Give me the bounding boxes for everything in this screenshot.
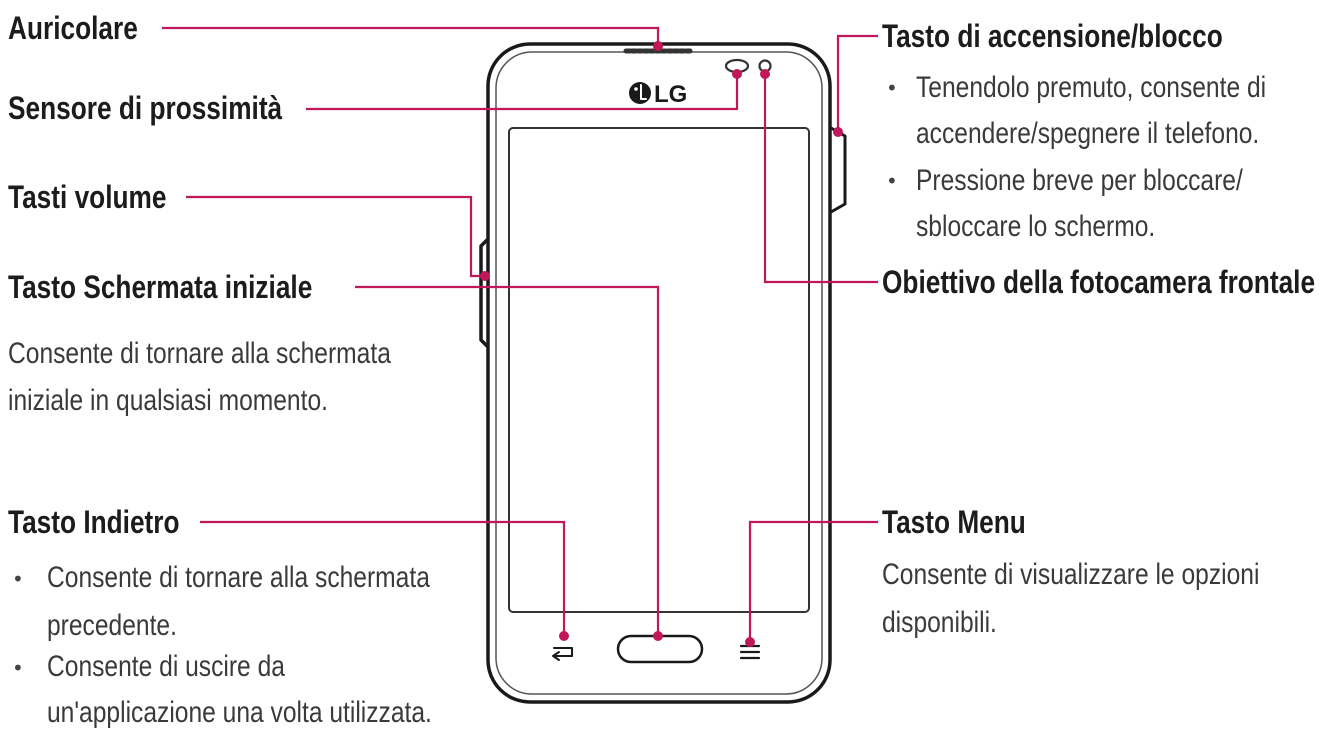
power-key-bullet-1-line-2: accendere/spegnere il telefono.	[916, 117, 1260, 150]
dot-power-key	[833, 127, 843, 137]
dot-back-key	[559, 631, 569, 641]
dot-proximity-sensor	[732, 69, 742, 79]
leader-home-key	[355, 285, 660, 634]
menu-lines-icon	[739, 644, 761, 660]
leader-volume-keys	[186, 195, 485, 278]
lg-logo-text: LG	[654, 81, 687, 108]
leader-dots	[480, 41, 843, 647]
dot-front-camera	[760, 69, 770, 79]
home-key-desc-line-1: Consente di tornare alla schermata	[8, 337, 391, 370]
dot-menu-key	[745, 637, 755, 647]
earpiece-label: Auricolare	[8, 10, 138, 46]
leader-earpiece	[162, 26, 660, 44]
leader-lines	[162, 26, 878, 640]
power-key-bullet-2-line-1: Pressione breve per bloccare/	[916, 164, 1243, 197]
volume-keys-label: Tasti volume	[8, 179, 167, 215]
menu-key-label: Tasto Menu	[882, 504, 1026, 540]
bullet-dot: •	[12, 567, 24, 591]
home-key-label: Tasto Schermata iniziale	[8, 269, 313, 305]
dot-home-key	[653, 631, 663, 641]
back-key-bullet-2-line-2: un'applicazione una volta utilizzata.	[47, 696, 432, 729]
dot-earpiece	[653, 41, 663, 51]
back-key-label: Tasto Indietro	[8, 504, 180, 540]
power-key-bullet-1-line-1: Tenendolo premuto, consente di	[916, 71, 1267, 104]
menu-key-desc-line-1: Consente di visualizzare le opzioni	[882, 558, 1260, 591]
front-camera-label: Obiettivo della fotocamera frontale	[882, 264, 1316, 300]
power-key-bullet-2-line-2: sbloccare lo schermo.	[916, 210, 1156, 243]
back-arrow-icon	[552, 647, 573, 661]
bullet-dot: •	[886, 169, 898, 193]
leader-menu-key	[748, 520, 878, 640]
power-key-shape	[829, 126, 847, 214]
power-lock-key-label: Tasto di accensione/blocco	[882, 18, 1223, 54]
volume-keys-shape	[479, 238, 489, 348]
back-key-bullet-1-line-2: precedente.	[47, 609, 177, 642]
leader-proximity-sensor	[306, 72, 739, 111]
home-key-desc-line-2: iniziale in qualsiasi momento.	[8, 384, 328, 417]
back-key-bullet-2-line-1: Consente di uscire da	[47, 650, 285, 683]
back-key-bullet-1-line-1: Consente di tornare alla schermata	[47, 561, 430, 594]
menu-key-desc-line-2: disponibili.	[882, 606, 997, 639]
phone-body: LG	[479, 42, 847, 704]
bullet-dot: •	[886, 76, 898, 100]
lg-logo-icon	[629, 82, 651, 104]
proximity-sensor-label: Sensore di prossimità	[8, 90, 283, 126]
leader-power-key	[836, 34, 878, 130]
bullet-dot: •	[12, 656, 24, 680]
leader-back-key	[200, 520, 566, 634]
leader-front-camera	[763, 72, 878, 284]
dot-volume-keys	[480, 271, 490, 281]
